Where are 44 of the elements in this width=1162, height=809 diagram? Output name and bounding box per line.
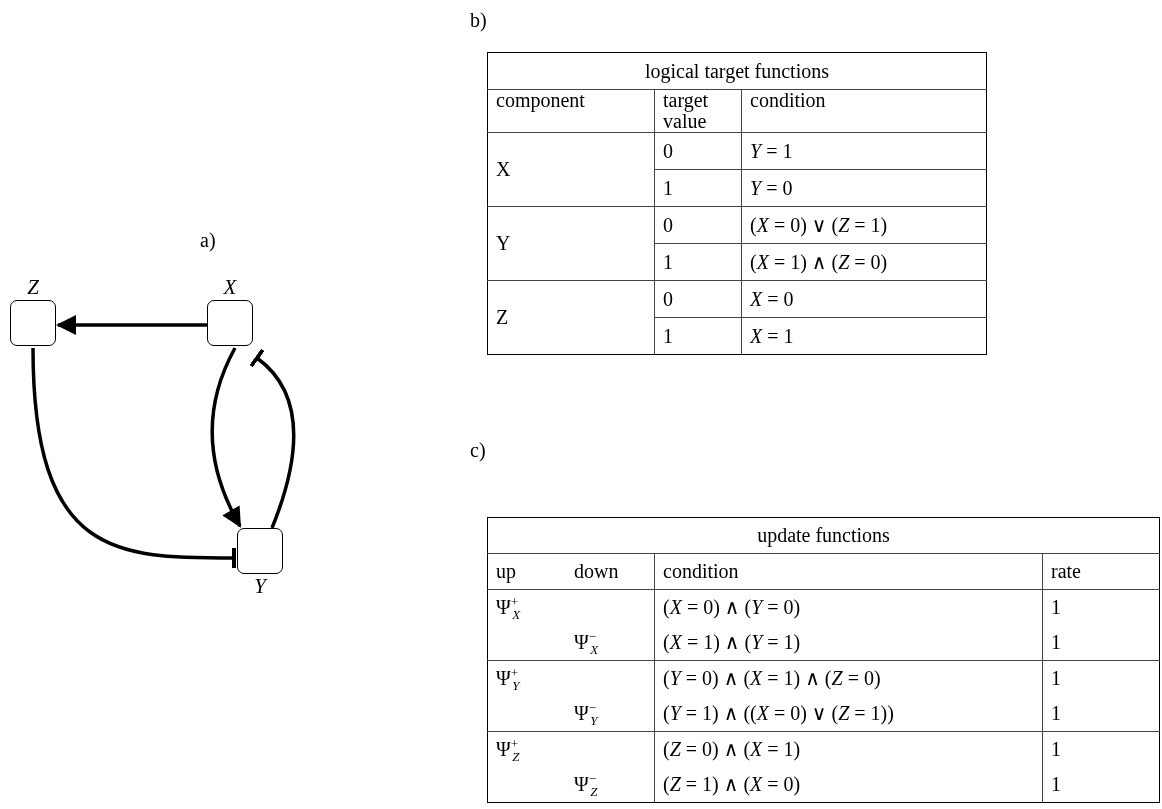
condition-formula: Y = 0 <box>750 176 793 199</box>
node-label: Z <box>27 277 39 298</box>
table-title: logical target functions <box>645 59 829 82</box>
condition-formula: (X = 1) ∧ (Z = 0) <box>750 250 888 273</box>
target-value: 0 <box>663 213 673 236</box>
condition-formula: (X = 0) ∧ (Y = 0) <box>663 596 801 618</box>
condition-formula: (Z = 0) ∧ (X = 1) <box>663 738 801 760</box>
column-header: rate <box>1051 560 1081 582</box>
column-header: component <box>496 89 585 111</box>
column-header: condition <box>663 560 739 582</box>
node-label: Y <box>254 576 266 597</box>
component-name: X <box>496 158 511 180</box>
condition-formula: (Z = 1) ∧ (X = 0) <box>663 773 801 795</box>
condition-formula: X = 0 <box>750 287 794 310</box>
target-value: 1 <box>663 250 673 273</box>
rate-value: 1 <box>1051 702 1061 724</box>
panel-letter: a) <box>200 230 216 250</box>
table-title: update functions <box>757 524 890 546</box>
rate-value: 1 <box>1051 773 1061 795</box>
condition-formula: X = 1 <box>750 324 794 347</box>
condition-formula: (Y = 1) ∧ ((X = 0) ∨ (Z = 1)) <box>663 702 894 724</box>
node-label: X <box>223 277 237 298</box>
column-header: target value <box>663 89 709 132</box>
arrow <box>210 347 242 528</box>
panel-letter: c) <box>470 440 486 460</box>
column-header: condition <box>750 89 826 111</box>
target-value: 0 <box>663 139 673 162</box>
target-value: 1 <box>663 176 673 199</box>
condition-formula: (X = 0) ∨ (Z = 1) <box>750 213 888 236</box>
rate-value: 1 <box>1051 596 1061 618</box>
condition-formula: (X = 1) ∧ (Y = 1) <box>663 631 801 653</box>
rate-value: 1 <box>1051 667 1061 689</box>
column-header: up <box>496 560 516 582</box>
target-value: 1 <box>663 324 673 347</box>
target-value: 0 <box>663 287 673 310</box>
component-name: Z <box>496 306 509 328</box>
condition-formula: (Y = 0) ∧ (X = 1) ∧ (Z = 0) <box>663 667 881 689</box>
arrow <box>56 315 207 335</box>
condition-formula: Y = 1 <box>750 139 793 162</box>
panel-letter: b) <box>470 10 487 30</box>
column-header: down <box>574 560 619 582</box>
rate-value: 1 <box>1051 738 1061 760</box>
component-name: Y <box>496 232 511 254</box>
rate-value: 1 <box>1051 631 1061 653</box>
